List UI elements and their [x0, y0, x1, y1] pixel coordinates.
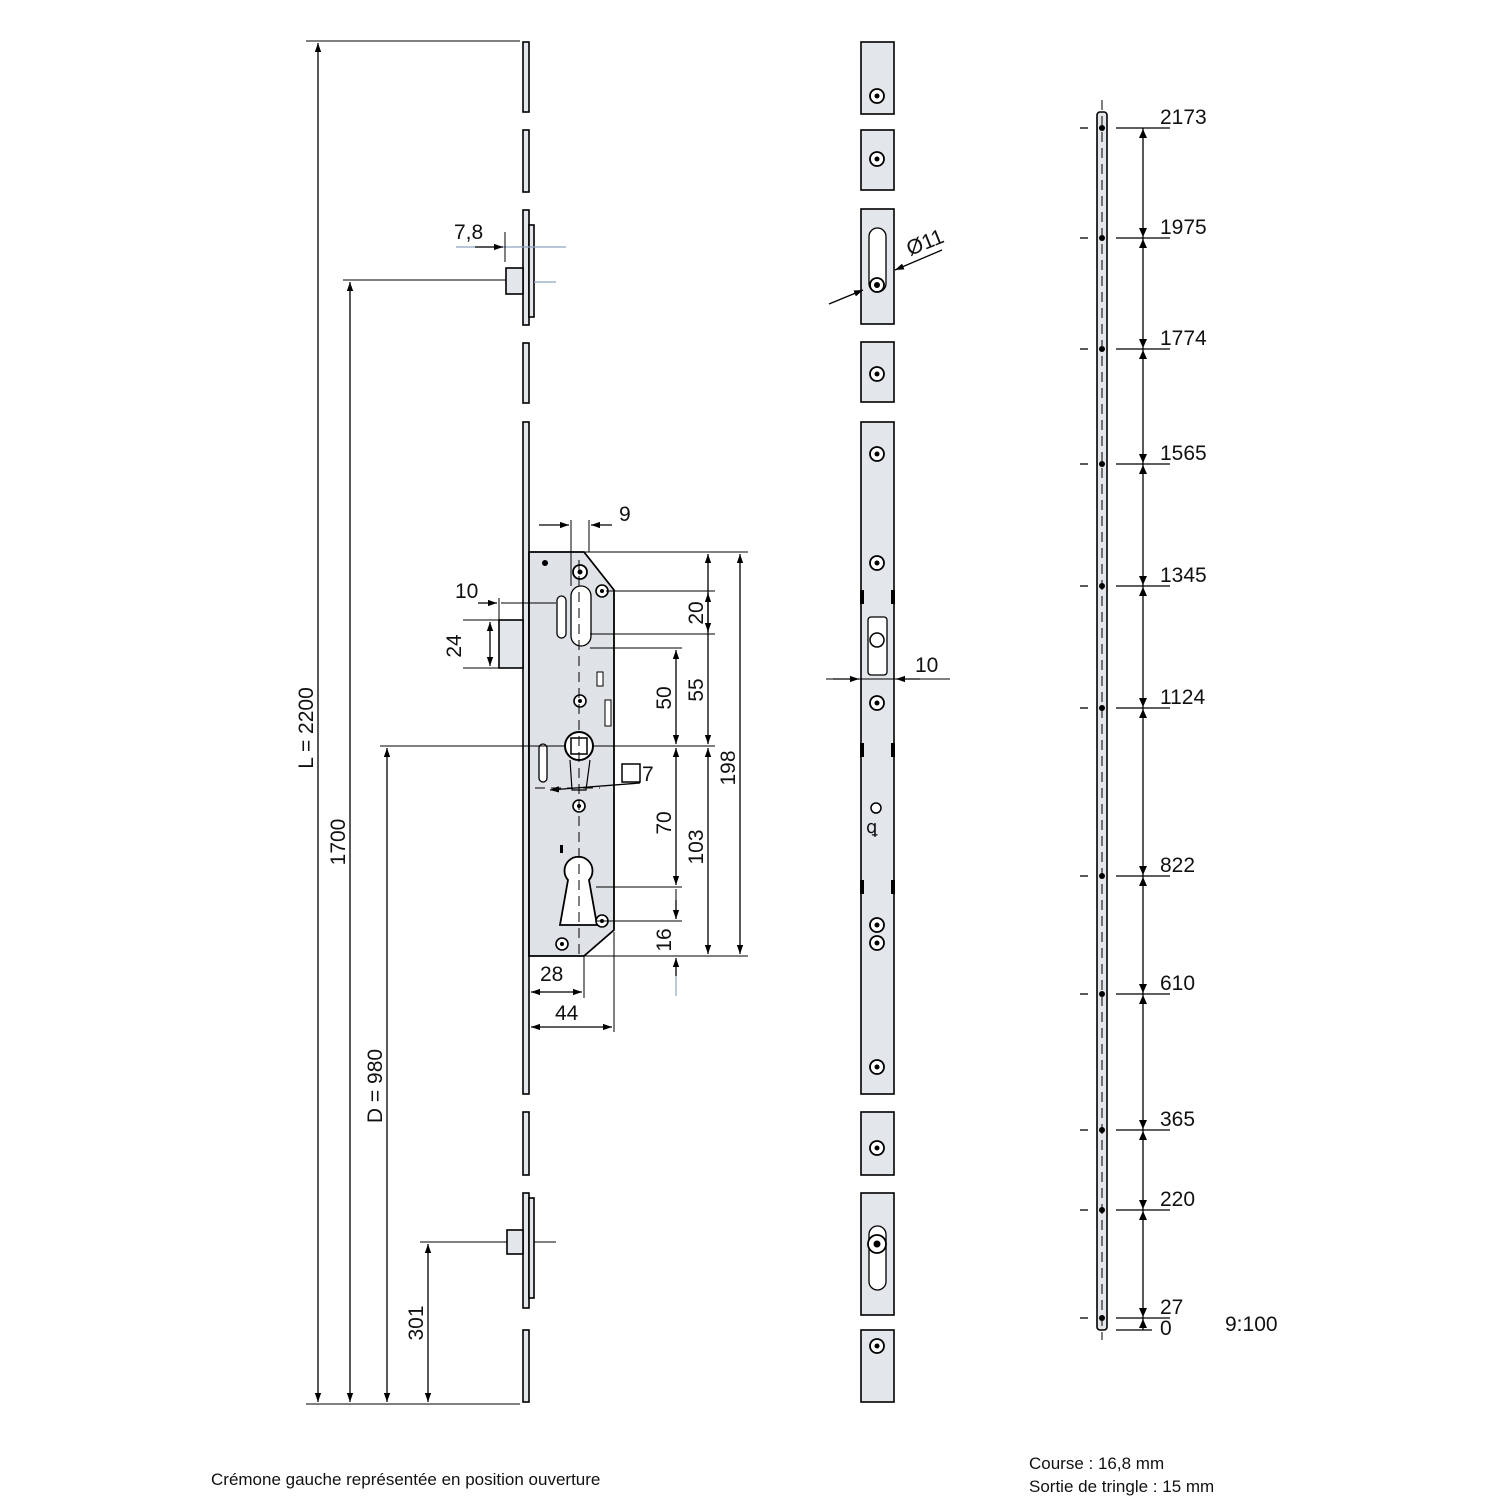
- middle-view-front-elevation: ꝗ Ø11 10: [826, 41, 950, 1403]
- orientation-caption: Crémone gauche représentée en position o…: [211, 1470, 600, 1489]
- position-label: 1975: [1160, 216, 1207, 239]
- position-label: 220: [1160, 1188, 1195, 1211]
- dim-44-label: 44: [555, 1002, 579, 1025]
- scale-label: 9:100: [1225, 1313, 1278, 1336]
- position-label: 2173: [1160, 106, 1207, 129]
- position-label: 1565: [1160, 442, 1207, 465]
- main-faceplate: [860, 421, 895, 1095]
- left-dimension-lines: [306, 40, 748, 1405]
- dim-50-label: 50: [653, 686, 676, 709]
- position-label: 1124: [1160, 686, 1205, 709]
- hole-diameter-label: Ø11: [903, 225, 947, 261]
- dim-198-label: 198: [717, 750, 740, 785]
- dim-24-label: 24: [443, 634, 466, 658]
- middle-dim-10-label: 10: [915, 654, 938, 677]
- position-label: 0: [1160, 1317, 1172, 1340]
- right-view-positions: 217319751774156513451124822610365220270 …: [1080, 100, 1278, 1340]
- position-ticks: 2173 1975 1774 1565 1345 1124 822 610 365 220 270: [1080, 106, 1207, 1340]
- fixing-holes: [869, 88, 885, 1354]
- dim-103-label: 103: [685, 829, 708, 864]
- position-label: 610: [1160, 972, 1195, 995]
- position-label: 1345: [1160, 564, 1207, 587]
- dim-9-label: 9: [619, 503, 631, 526]
- dim-20-label: 20: [685, 601, 708, 624]
- latch-bolt: [498, 619, 524, 669]
- dim-55-label: 55: [685, 678, 708, 701]
- dim-70-label: 70: [653, 811, 676, 834]
- lock-case-body: [498, 551, 615, 957]
- svg-text:ꝗ: ꝗ: [866, 817, 878, 837]
- dim-1700-label: 1700: [327, 819, 350, 866]
- bottom-roller-bolt: [506, 1197, 556, 1299]
- dim-301-label: 301: [405, 1305, 428, 1340]
- faceplate-strip: [522, 41, 530, 1403]
- left-view-side-elevation: L = 2200 1700 D = 980 301 7,8 9 10 24 20…: [295, 40, 748, 1405]
- position-label: 27: [1160, 1296, 1183, 1319]
- position-label: 822: [1160, 854, 1195, 877]
- dim-7-8-label: 7,8: [454, 221, 483, 244]
- top-roller-bolt: [456, 224, 566, 318]
- dim-square-7-label: 7: [642, 763, 654, 786]
- stroke-caption: Course : 16,8 mm: [1029, 1454, 1164, 1473]
- rod-output-caption: Sortie de tringle : 15 mm: [1029, 1477, 1214, 1496]
- rod-strip: [1096, 111, 1108, 1331]
- backset-label: D = 980: [364, 1049, 387, 1123]
- dim-28-label: 28: [540, 963, 563, 986]
- overall-length-label: L = 2200: [295, 687, 318, 769]
- dim-10-label: 10: [455, 580, 478, 603]
- position-label: 1774: [1160, 327, 1207, 350]
- position-label: 365: [1160, 1108, 1195, 1131]
- square-spindle-symbol: [621, 763, 641, 783]
- dim-16-label: 16: [653, 928, 676, 951]
